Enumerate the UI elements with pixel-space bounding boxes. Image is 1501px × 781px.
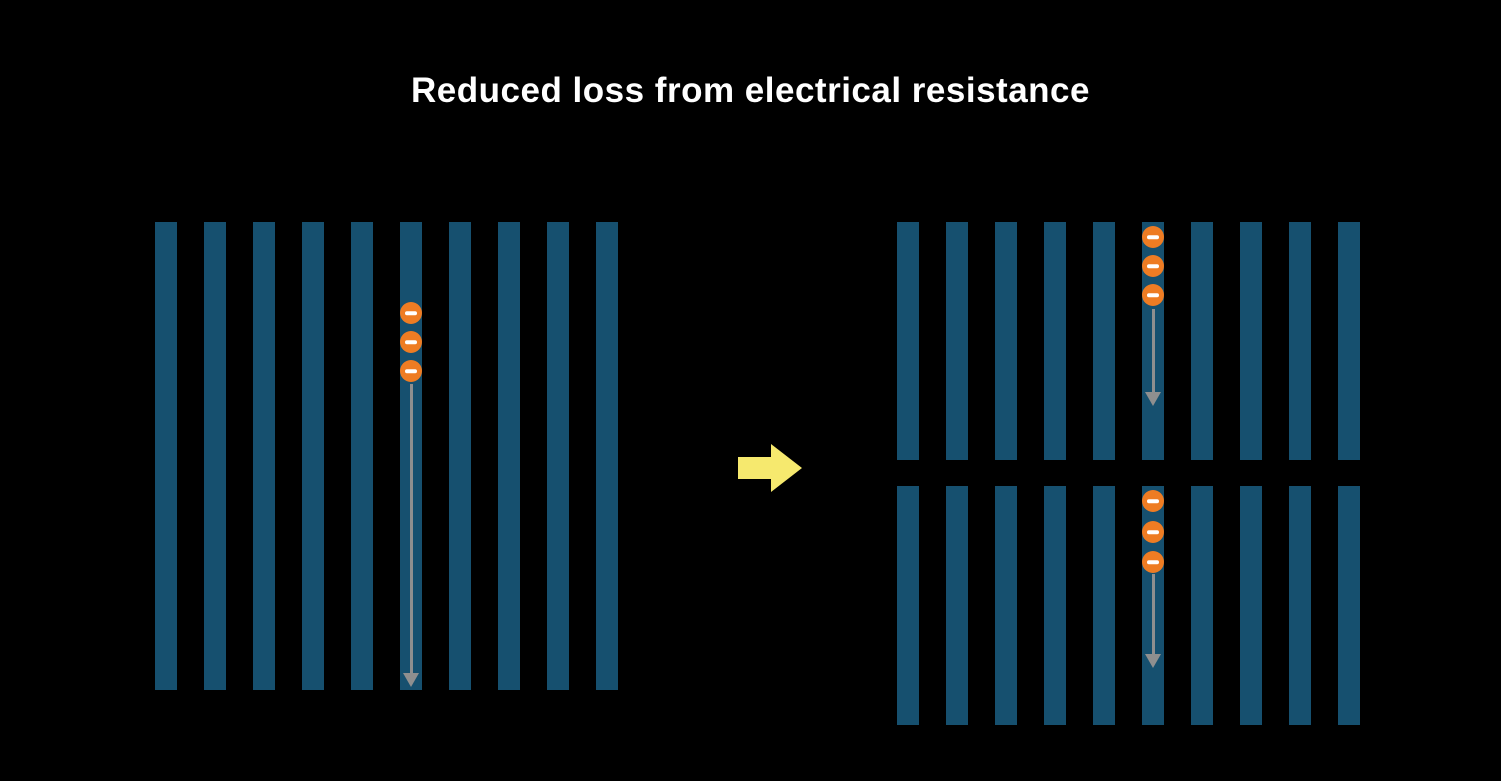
solar-cell-bar [596, 222, 618, 690]
down-arrow-icon [1145, 574, 1161, 668]
right-arrow-shape [738, 444, 802, 492]
arrow-head [1145, 654, 1161, 668]
minus-glyph [1147, 560, 1159, 564]
minus-glyph [1147, 293, 1159, 297]
down-arrow-icon [1145, 309, 1161, 406]
electron-minus-circle-icon [400, 302, 422, 324]
arrow-shaft [1151, 309, 1155, 392]
arrow-head [1145, 392, 1161, 406]
minus-glyph [405, 369, 417, 373]
solar-cell-bar [1289, 486, 1311, 725]
minus-glyph [405, 311, 417, 315]
solar-cell-bar [449, 222, 471, 690]
electron-minus-circle-icon [1142, 226, 1164, 248]
right-arrow-icon [738, 444, 802, 492]
solar-cell-bar [351, 222, 373, 690]
electron-minus-circle-icon [1142, 521, 1164, 543]
solar-cell-bar [1191, 486, 1213, 725]
solar-cell-bar [253, 222, 275, 690]
minus-glyph [1147, 264, 1159, 268]
solar-cell-bar [1240, 486, 1262, 725]
solar-cell-bar [946, 222, 968, 460]
solar-cell-bar [1240, 222, 1262, 460]
diagram-title: Reduced loss from electrical resistance [411, 71, 1090, 110]
solar-cell-bar [897, 222, 919, 460]
solar-cell-bar [995, 222, 1017, 460]
down-arrow-icon [403, 384, 419, 687]
solar-cell-bar [155, 222, 177, 690]
electron-minus-circle-icon [400, 360, 422, 382]
solar-cell-bar [302, 222, 324, 690]
electron-minus-circle-icon [1142, 490, 1164, 512]
solar-cell-bar [547, 222, 569, 690]
electron-minus-circle-icon [1142, 284, 1164, 306]
solar-cell-bar [995, 486, 1017, 725]
solar-cell-bar [204, 222, 226, 690]
arrow-shaft [1151, 574, 1155, 654]
solar-cell-bar [897, 486, 919, 725]
solar-cell-bar [946, 486, 968, 725]
minus-glyph [405, 340, 417, 344]
solar-cell-bar [1289, 222, 1311, 460]
solar-cell-bar [1093, 222, 1115, 460]
minus-glyph [1147, 499, 1159, 503]
solar-cell-bar [1044, 486, 1066, 725]
minus-glyph [1147, 530, 1159, 534]
solar-cell-bar [1093, 486, 1115, 725]
electron-minus-circle-icon [1142, 255, 1164, 277]
solar-cell-bar [1338, 486, 1360, 725]
solar-cell-bar [1044, 222, 1066, 460]
minus-glyph [1147, 235, 1159, 239]
arrow-shaft [409, 384, 413, 673]
solar-cell-bar [1338, 222, 1360, 460]
solar-cell-bar [498, 222, 520, 690]
electron-minus-circle-icon [400, 331, 422, 353]
solar-cell-bar [1191, 222, 1213, 460]
electron-minus-circle-icon [1142, 551, 1164, 573]
arrow-head [403, 673, 419, 687]
